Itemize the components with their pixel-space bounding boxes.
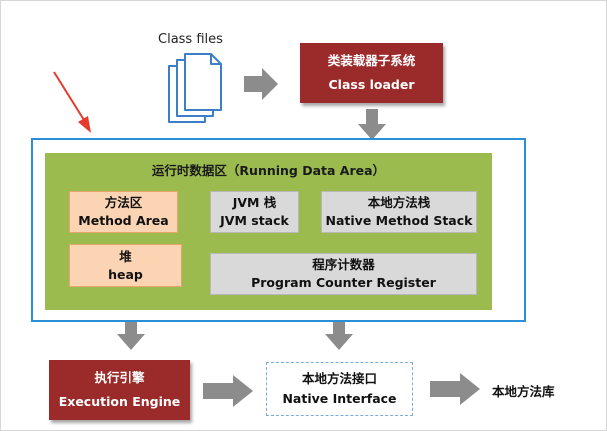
heap-box: 堆 heap — [69, 244, 182, 287]
pc-register-zh: 程序计数器 — [312, 257, 375, 272]
arrow-down-icon — [358, 109, 386, 140]
arrow-right-icon — [430, 373, 480, 405]
pc-register-box: 程序计数器 Program Counter Register — [210, 253, 477, 295]
native-interface-box: 本地方法接口 Native Interface — [266, 362, 413, 416]
jvm-stack-zh: JVM 栈 — [232, 195, 277, 210]
execution-engine-zh: 执行引擎 — [94, 370, 145, 385]
arrow-down-icon — [117, 318, 145, 350]
heap-zh: 堆 — [119, 248, 132, 264]
method-area-zh: 方法区 — [104, 195, 143, 210]
class-files-label: Class files — [158, 32, 223, 47]
document-stack-icon — [168, 53, 222, 123]
pc-register-en: Program Counter Register — [251, 275, 436, 290]
jvm-stack-box: JVM 栈 JVM stack — [210, 191, 299, 233]
method-area-en: Method Area — [78, 213, 169, 228]
class-loader-zh: 类装载器子系统 — [327, 53, 416, 68]
method-area-box: 方法区 Method Area — [69, 191, 178, 233]
native-library-label: 本地方法库 — [492, 384, 555, 399]
native-method-stack-box: 本地方法栈 Native Method Stack — [321, 191, 477, 233]
jvm-stack-en: JVM stack — [220, 213, 289, 228]
native-method-stack-en: Native Method Stack — [325, 213, 473, 228]
arrow-right-icon — [203, 375, 253, 407]
execution-engine-en: Execution Engine — [58, 394, 181, 409]
native-interface-en: Native Interface — [282, 391, 397, 406]
pointer-arrow — [53, 71, 91, 133]
arrow-right-icon — [244, 68, 278, 100]
runtime-area-title: 运行时数据区（Running Data Area） — [151, 163, 386, 178]
native-interface-zh: 本地方法接口 — [301, 371, 377, 386]
execution-engine-box: 执行引擎 Execution Engine — [49, 360, 190, 420]
arrow-down-icon — [325, 318, 353, 350]
class-loader-en: Class loader — [328, 77, 415, 92]
class-loader-box: 类装载器子系统 Class loader — [300, 43, 443, 103]
heap-en: heap — [108, 266, 143, 282]
native-method-stack-zh: 本地方法栈 — [367, 195, 431, 210]
